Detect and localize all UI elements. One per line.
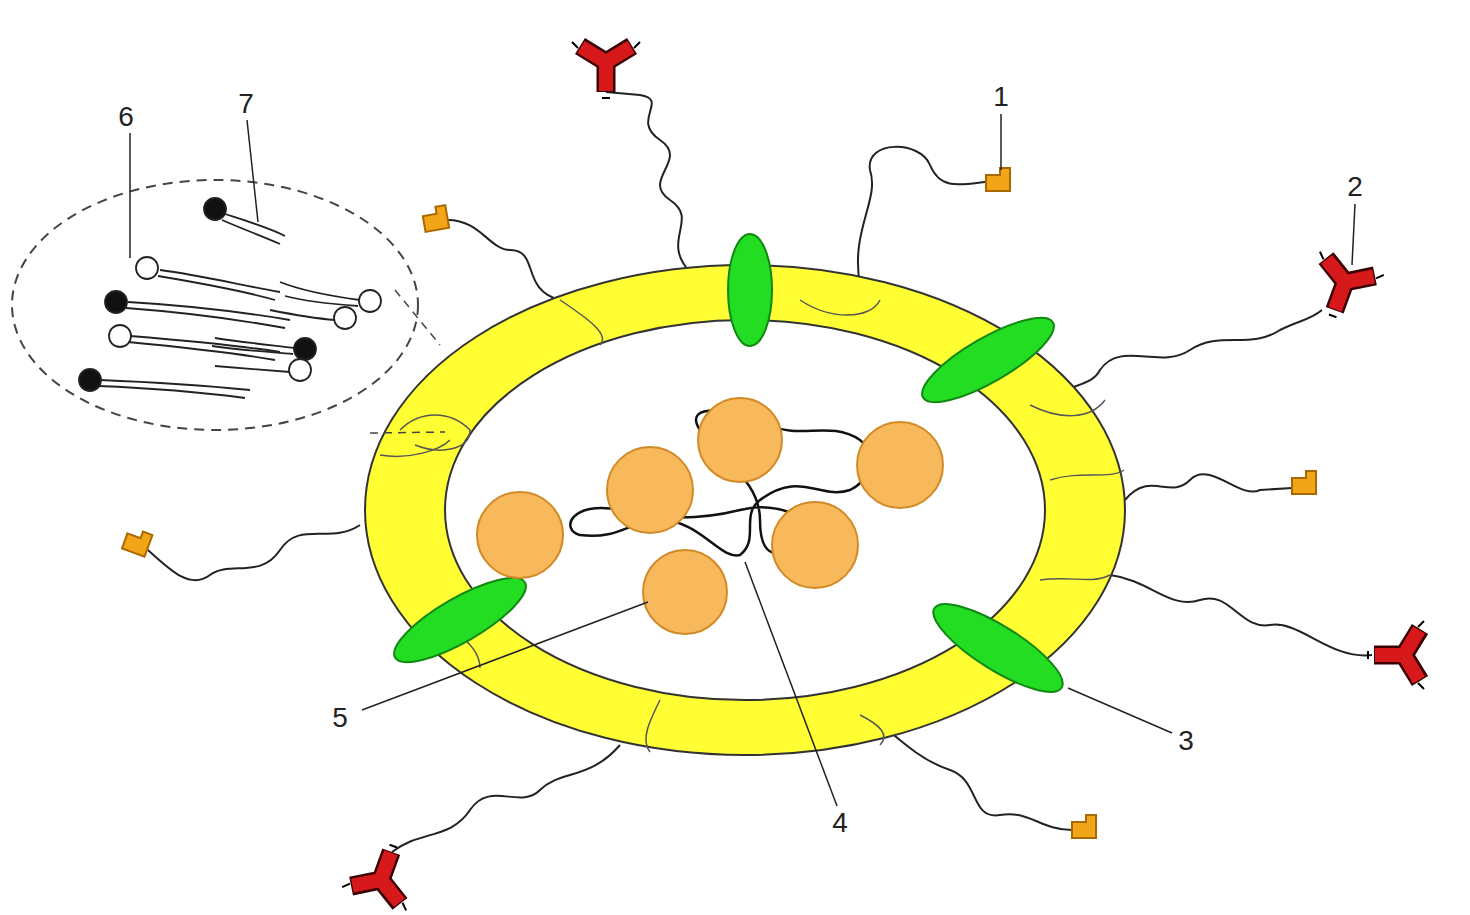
callout-number: 5 — [332, 704, 348, 732]
callout-number: 4 — [832, 809, 848, 837]
callout-number: 6 — [118, 103, 134, 131]
drug-molecules — [477, 398, 943, 634]
leader-lines — [130, 114, 1355, 806]
callout-number: 7 — [238, 90, 254, 118]
callout-number: 1 — [993, 83, 1009, 111]
callout-number: 2 — [1347, 173, 1363, 201]
callout-number: 3 — [1178, 727, 1194, 755]
phospholipids — [79, 198, 381, 398]
peg-chains — [148, 92, 1372, 852]
membrane-proteins — [384, 234, 1073, 706]
